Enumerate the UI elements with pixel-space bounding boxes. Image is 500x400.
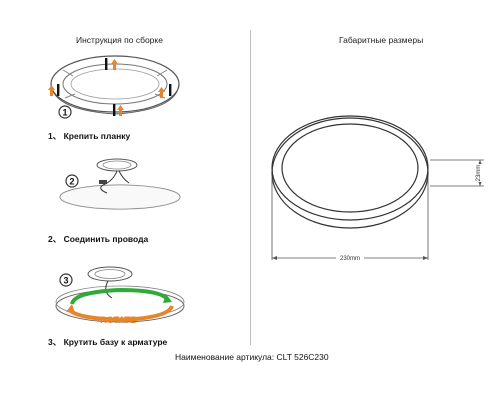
step2-connect-wires-illustration: 2 xyxy=(59,158,181,210)
dimensions-title: Габаритные размеры xyxy=(339,35,424,45)
assembly-instructions-title: Инструкция по сборке xyxy=(76,35,163,45)
article-name: Наименование артикула: CLT 526C230 xyxy=(175,352,329,362)
step3-number-badge: 3 xyxy=(63,276,68,286)
step1-number-badge: 1 xyxy=(62,108,67,118)
step1-label: 1、 Крепить планку xyxy=(48,131,131,141)
height-dimension-label: 23mm xyxy=(476,165,482,182)
step2-label: 2、 Соединить провода xyxy=(48,234,149,244)
step1-mounting-bracket-illustration: 1 xyxy=(48,55,180,119)
step3-rotate-base-illustration: 3 ROTATE xyxy=(55,266,185,325)
step2-number-badge: 2 xyxy=(69,177,74,187)
column-divider xyxy=(250,30,251,345)
diameter-dimension-label: 230mm xyxy=(340,256,360,262)
step3-label: 3、 Крутить базу к арматуре xyxy=(48,337,168,347)
rotate-label: ROTATE xyxy=(100,315,136,325)
dimensions-drawing: 230mm 23mm xyxy=(271,115,486,262)
